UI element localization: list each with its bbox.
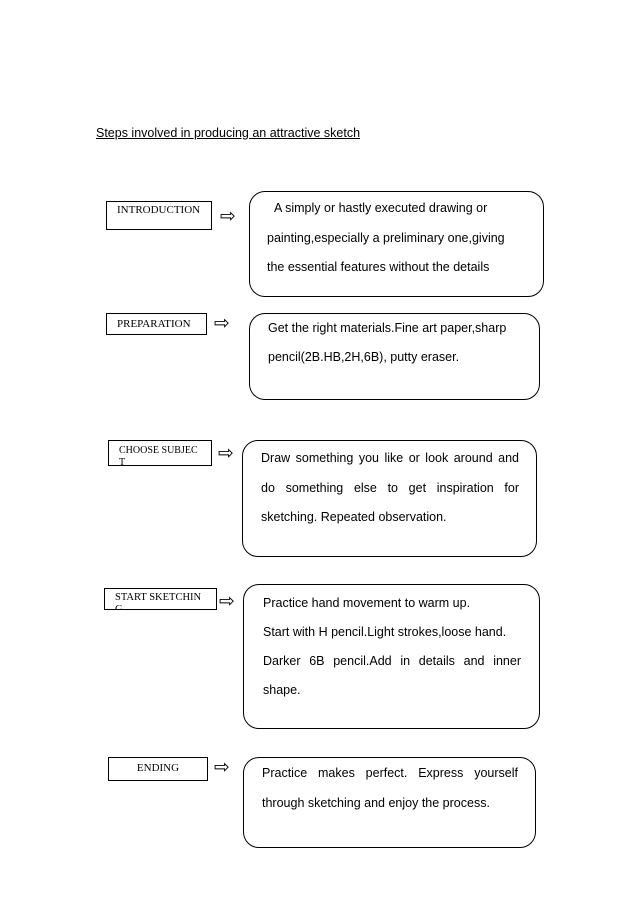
step-description-start-sketching bbox=[243, 584, 540, 729]
description-line: shape. bbox=[263, 683, 301, 697]
description-line: Practice makes perfect. Express yourself bbox=[262, 766, 518, 780]
step-label-introduction: INTRODUCTION bbox=[106, 201, 212, 230]
right-arrow-icon: ⇨ bbox=[214, 312, 230, 334]
description-line: Darker 6B pencil.Add in details and inne… bbox=[263, 654, 521, 668]
right-arrow-icon: ⇨ bbox=[214, 756, 230, 778]
step-label-ending: ENDING bbox=[108, 757, 208, 781]
description-line: A simply or hastly executed drawing or bbox=[274, 201, 488, 215]
step-description-ending bbox=[243, 757, 536, 848]
description-line: do something else to get inspiration for bbox=[261, 481, 519, 495]
step-description-introduction bbox=[249, 191, 544, 297]
description-line: painting,especially a preliminary one,gi… bbox=[267, 231, 505, 245]
right-arrow-icon: ⇨ bbox=[218, 442, 234, 464]
description-line: through sketching and enjoy the process. bbox=[262, 796, 490, 810]
step-label-choose-subject: CHOOSE SUBJECT bbox=[108, 440, 212, 466]
document-title: Steps involved in producing an attractiv… bbox=[96, 126, 361, 140]
description-line: pencil(2B.HB,2H,6B), putty eraser. bbox=[268, 350, 460, 364]
description-line: Draw something you like or look around a… bbox=[261, 451, 519, 465]
step-label-start-sketching: START SKETCHING bbox=[104, 588, 217, 610]
right-arrow-icon: ⇨ bbox=[219, 590, 235, 612]
description-line: the essential features without the detai… bbox=[267, 260, 490, 274]
description-line: Start with H pencil.Light strokes,loose … bbox=[263, 625, 507, 639]
description-line: Practice hand movement to warm up. bbox=[263, 596, 471, 610]
step-label-preparation: PREPARATION bbox=[106, 313, 207, 335]
step-description-choose-subject bbox=[242, 440, 537, 557]
description-line: sketching. Repeated observation. bbox=[261, 510, 447, 524]
step-description-preparation bbox=[249, 313, 540, 400]
description-line: Get the right materials.Fine art paper,s… bbox=[268, 321, 507, 335]
right-arrow-icon: ⇨ bbox=[220, 205, 236, 227]
